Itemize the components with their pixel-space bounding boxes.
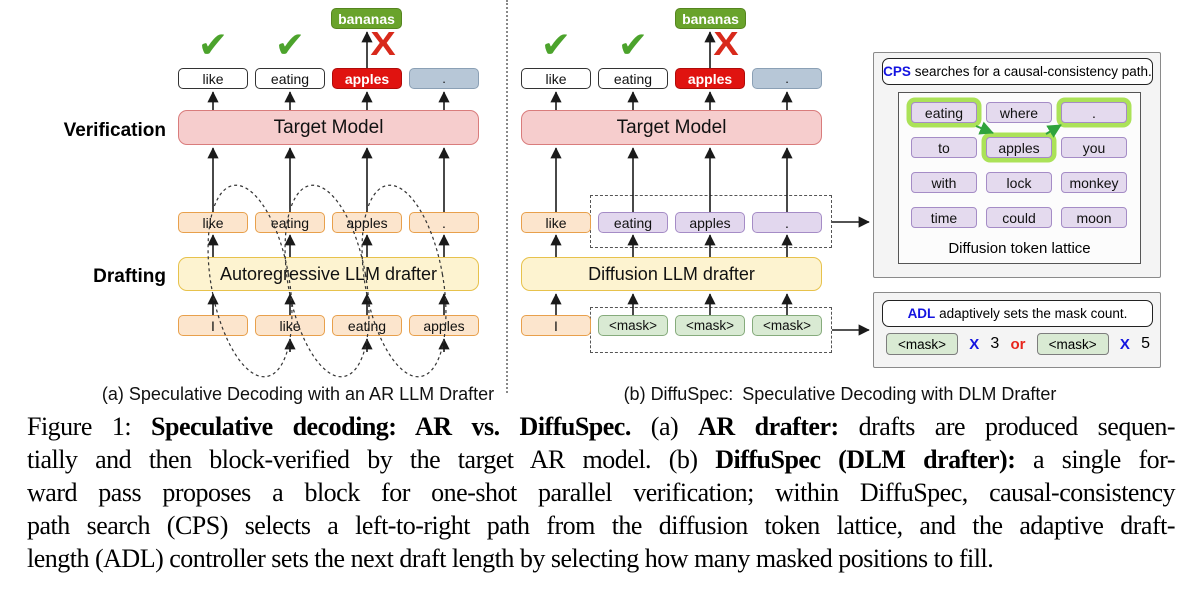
caption-line: Figure 1: Speculative decoding: AR vs. D… — [27, 410, 1176, 443]
lattice-token: lock — [986, 172, 1052, 193]
lattice-token-highlighted: eating — [911, 102, 977, 123]
cps-keyword: CPS — [883, 64, 911, 79]
cps-header-text: searches for a causal-consistency path. — [910, 64, 1152, 79]
target-model-box: Target Model — [521, 110, 822, 145]
caption-text: (a) — [630, 412, 699, 441]
input-token: eating — [332, 315, 402, 336]
adl-header: ADL adaptively sets the mask count. — [882, 300, 1153, 327]
mask-token: <mask> — [752, 315, 822, 336]
subcaption-a: (a) Speculative Decoding with an AR LLM … — [101, 384, 495, 404]
caption-text: drafts are produced sequen- — [838, 412, 1176, 441]
output-token-pending: . — [409, 68, 479, 89]
verification-label: Verification — [63, 120, 166, 141]
check-icon: ✔ — [274, 25, 306, 66]
lattice-token: you — [1061, 137, 1127, 158]
mask-token: <mask> — [675, 315, 745, 336]
lattice-token: monkey — [1061, 172, 1127, 193]
draft-token: eating — [255, 212, 325, 233]
caption-bold: Speculative decoding: AR vs. DiffuSpec. — [151, 412, 631, 441]
input-token: apples — [409, 315, 479, 336]
caption-line: length (ADL) controller sets the next dr… — [27, 544, 994, 573]
mask-chip: <mask> — [886, 333, 958, 355]
mask-token: <mask> — [598, 315, 668, 336]
draft-token: apples — [332, 212, 402, 233]
check-icon: ✔ — [617, 25, 649, 66]
draft-token: . — [752, 212, 822, 233]
mask-chip: <mask> — [1036, 333, 1109, 355]
output-token: like — [521, 68, 591, 89]
ar-drafter-box: Autoregressive LLM drafter — [178, 257, 479, 291]
draft-token: like — [178, 212, 248, 233]
output-token-pending: . — [752, 68, 822, 89]
diffusion-token-lattice: eating where . to apples you with lock m… — [898, 92, 1141, 264]
check-icon: ✔ — [540, 25, 572, 66]
input-token: I — [521, 315, 591, 336]
lattice-token: to — [911, 137, 977, 158]
draft-token: eating — [598, 212, 668, 233]
adl-panel: ADL adaptively sets the mask count. <mas… — [873, 292, 1161, 368]
draft-token: apples — [675, 212, 745, 233]
output-token: like — [178, 68, 248, 89]
adl-header-text: adaptively sets the mask count. — [935, 306, 1128, 321]
drafting-label: Drafting — [93, 266, 166, 287]
target-model-box: Target Model — [178, 110, 479, 145]
accepted-token: bananas — [331, 8, 402, 29]
accepted-token: bananas — [675, 8, 746, 29]
panel-divider — [506, 0, 508, 393]
lattice-token: time — [911, 207, 977, 228]
input-token: like — [255, 315, 325, 336]
caption-line: tially and then block-verified by the ta… — [27, 443, 1175, 476]
lattice-label: Diffusion token lattice — [948, 240, 1091, 257]
output-token: eating — [255, 68, 325, 89]
caption-line: path search (CPS) selects a left-to-righ… — [27, 511, 1176, 540]
caption-text: tially and then block-verified by the ta… — [27, 445, 716, 474]
lattice-token: with — [911, 172, 977, 193]
draft-token: like — [521, 212, 591, 233]
adl-keyword: ADL — [907, 306, 936, 321]
rejected-token: apples — [675, 68, 745, 89]
check-icon: ✔ — [197, 25, 229, 66]
caption-text: a single for- — [1015, 445, 1175, 474]
mask-count-options: <mask> X 3 or <mask> X 5 — [886, 333, 1150, 355]
draft-token: . — [409, 212, 479, 233]
figure-caption: Figure 1: Speculative decoding: AR vs. D… — [27, 410, 1176, 575]
lattice-token: moon — [1061, 207, 1127, 228]
mask-count: 3 — [990, 335, 1000, 352]
caption-text: Figure 1: — [27, 412, 152, 441]
dlm-drafter-box: Diffusion LLM drafter — [521, 257, 822, 291]
lattice-token-highlighted: . — [1061, 102, 1127, 123]
reject-x-icon: X — [713, 25, 739, 62]
lattice-token: where — [986, 102, 1052, 123]
lattice-token-highlighted: apples — [986, 137, 1052, 158]
mask-count: 5 — [1141, 335, 1150, 352]
or-label: or — [1010, 335, 1026, 353]
caption-line: ward pass proposes a block for one-shot … — [27, 478, 1176, 507]
output-token: eating — [598, 68, 668, 89]
cps-header: CPS searches for a causal-consistency pa… — [882, 58, 1153, 85]
times-symbol: X — [969, 335, 980, 353]
subcaption-b: (b) DiffuSpec: Speculative Decoding with… — [623, 384, 1057, 404]
caption-bold: DiffuSpec (DLM drafter): — [715, 445, 1016, 474]
rejected-token: apples — [332, 68, 402, 89]
times-symbol: X — [1119, 335, 1130, 353]
cps-panel: CPS searches for a causal-consistency pa… — [873, 52, 1161, 278]
reject-x-icon: X — [370, 25, 396, 62]
input-token: I — [178, 315, 248, 336]
lattice-token: could — [986, 207, 1052, 228]
caption-bold: AR drafter: — [698, 412, 839, 441]
